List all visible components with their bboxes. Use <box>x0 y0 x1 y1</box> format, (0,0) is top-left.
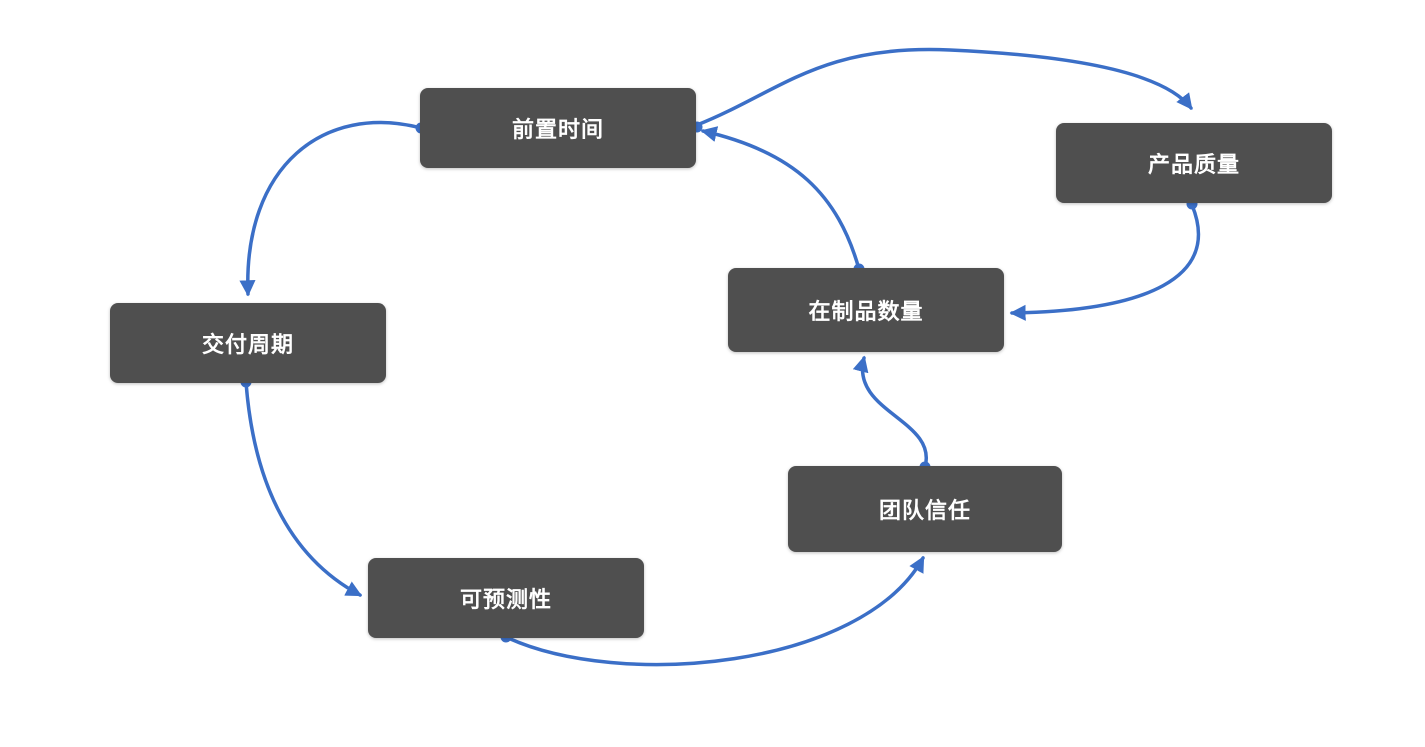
node-lead-time[interactable]: 前置时间 <box>420 88 696 168</box>
node-delivery-cycle[interactable]: 交付周期 <box>110 303 386 383</box>
edge-delivery-cycle-to-predictability[interactable] <box>240 376 363 597</box>
edge-team-trust-to-wip-count[interactable] <box>852 355 931 473</box>
node-label: 团队信任 <box>878 498 971 523</box>
node-team-trust[interactable]: 团队信任 <box>788 466 1062 552</box>
node-label: 可预测性 <box>459 587 552 612</box>
edge-lead-time-to-product-quality[interactable] <box>691 47 1193 133</box>
node-label: 交付周期 <box>201 332 294 357</box>
node-product-quality[interactable]: 产品质量 <box>1056 123 1332 203</box>
node-label: 产品质量 <box>1147 152 1240 177</box>
edge-product-quality-to-wip-count[interactable] <box>1009 198 1201 321</box>
node-wip-count[interactable]: 在制品数量 <box>728 268 1004 352</box>
node-label: 在制品数量 <box>808 299 924 324</box>
edge-wip-count-to-lead-time[interactable] <box>700 126 865 275</box>
node-predictability[interactable]: 可预测性 <box>368 558 644 638</box>
edge-lead-time-to-delivery-cycle[interactable] <box>239 120 427 297</box>
node-label: 前置时间 <box>511 117 604 142</box>
